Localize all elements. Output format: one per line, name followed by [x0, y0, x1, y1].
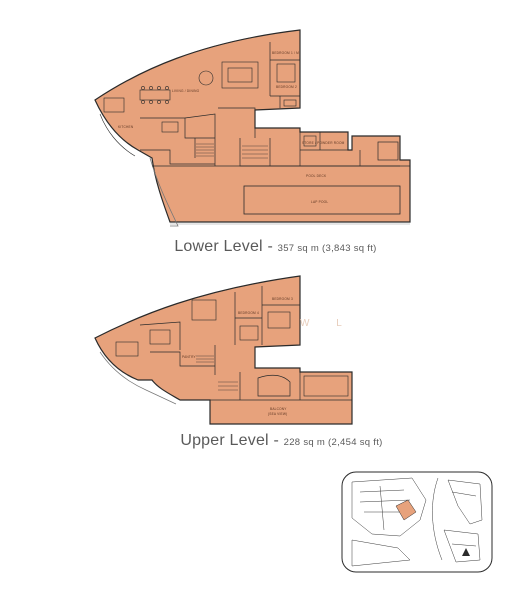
- lower-interior-walls: [140, 42, 410, 167]
- lower-level-separator: -: [262, 238, 278, 255]
- upper-level-title: Upper Level: [180, 432, 269, 449]
- room-label-bedroom-4: BEDROOM 4: [238, 311, 259, 315]
- upper-level-floor: [94, 275, 353, 425]
- key-plan-frame: [341, 471, 493, 573]
- room-label-living-dining: LIVING / DINING: [172, 89, 200, 93]
- upper-level-plan: BEDROOM 4 BEDROOM 3 PANTRY BALCONY (SEA …: [94, 275, 354, 425]
- key-plan-compass: [462, 548, 470, 556]
- room-label-bedroom-1: BEDROOM 1 / M: [272, 51, 299, 55]
- room-label-bedroom-2: BEDROOM 2: [276, 85, 297, 89]
- lower-level-floor: [94, 29, 411, 223]
- upper-level-separator: -: [268, 432, 284, 449]
- lower-level-caption: Lower Level - 357 sq m (3,843 sq ft): [0, 238, 507, 256]
- upper-level-area: 228 sq m (2,454 sq ft): [283, 437, 383, 448]
- watermark: W L: [300, 318, 354, 329]
- room-label-lap-pool: LAP POOL: [311, 200, 328, 204]
- lower-furniture: [103, 61, 317, 147]
- key-plan-site: [351, 477, 483, 567]
- room-label-store: STORE / POWDER ROOM: [302, 141, 345, 145]
- room-label-balcony: BALCONY: [270, 407, 287, 411]
- lower-level-title: Lower Level: [174, 238, 263, 255]
- upper-interior-walls: [139, 286, 352, 401]
- lower-level-area: 357 sq m (3,843 sq ft): [277, 243, 377, 254]
- upper-stairs: [196, 355, 238, 391]
- room-label-pantry: PANTRY: [182, 355, 197, 359]
- upper-level-caption: Upper Level - 228 sq m (2,454 sq ft): [0, 432, 507, 450]
- room-label-bedroom-3: BEDROOM 3: [272, 297, 293, 301]
- upper-curtain-wall: [94, 275, 301, 339]
- key-plan-highlight: [395, 499, 417, 521]
- upper-outer-shadow: [99, 351, 177, 405]
- lower-outer-shadow: [149, 157, 179, 227]
- lower-level-plan: BEDROOM 1 / M BEDROOM 2 LIVING / DINING …: [94, 29, 411, 227]
- lower-service-block: [377, 141, 399, 161]
- lower-curtain-wall: [94, 29, 301, 101]
- key-plan: [341, 471, 493, 573]
- room-label-balcony-sub: (SEA VIEW): [268, 412, 287, 416]
- lower-lap-pool: [243, 185, 401, 215]
- room-label-kitchen: KITCHEN: [118, 125, 134, 129]
- lower-outer-edge: [99, 113, 136, 157]
- room-label-pool-deck: POOL DECK: [306, 174, 327, 178]
- upper-furniture: [115, 299, 349, 397]
- lower-stairs: [196, 143, 268, 159]
